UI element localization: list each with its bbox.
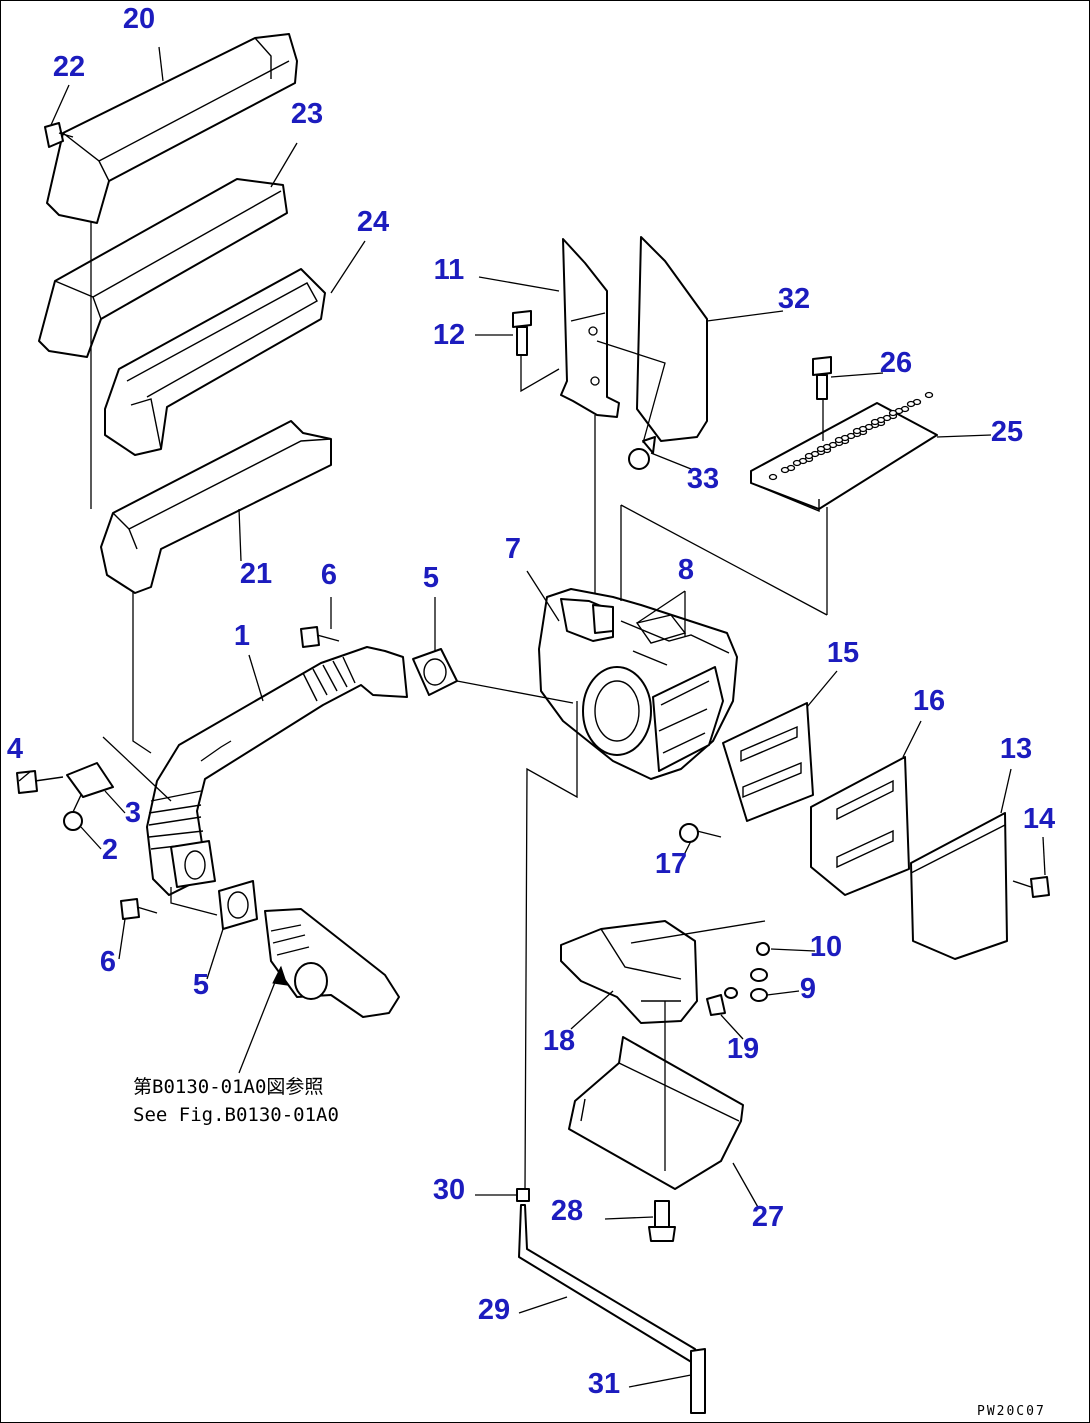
callout-c3: 3	[125, 797, 141, 829]
callout-c5a: 5	[423, 562, 439, 594]
part-3-bracket	[66, 762, 114, 798]
callout-c33: 33	[687, 463, 719, 495]
callout-c26: 26	[880, 347, 912, 379]
callout-c28: 28	[551, 1195, 583, 1227]
callout-c9: 9	[800, 973, 816, 1005]
callout-c14: 14	[1023, 803, 1055, 835]
part-6-bolt-upper	[300, 626, 340, 648]
perforation-hole	[816, 445, 826, 453]
part-24-duct	[104, 268, 326, 456]
callout-c8: 8	[678, 554, 694, 586]
part-22-bolt	[44, 122, 74, 148]
part-10-washer	[756, 942, 770, 956]
part-2-clamp	[63, 794, 83, 831]
callout-c7: 7	[505, 533, 521, 565]
perforation-hole	[888, 409, 898, 417]
perforation-hole	[792, 459, 802, 467]
part-12-bolt	[512, 310, 532, 356]
perforation-hole	[768, 473, 778, 481]
part-19-bolt	[706, 994, 726, 1016]
part-25-perforated-plate	[750, 391, 938, 513]
perforation-hole	[804, 452, 814, 460]
reference-note: 第B0130-01A0図参照 See Fig.B0130-01A0	[133, 1076, 339, 1126]
part-9-washers	[724, 968, 768, 1002]
perforation-hole	[780, 466, 790, 474]
part-18-bracket	[560, 920, 698, 1024]
part-6-bolt-lower	[120, 898, 158, 920]
callout-c32: 32	[778, 283, 810, 315]
callout-c22: 22	[53, 51, 85, 83]
perforation-hole	[852, 427, 862, 435]
part-11-exhaust-stack	[560, 238, 620, 418]
part-33-clamp	[628, 436, 656, 470]
part-32-shield	[636, 236, 708, 442]
assembly-lines	[18, 46, 1046, 1388]
part-26-bolt	[812, 356, 832, 400]
part-14-bolt	[1012, 876, 1050, 898]
callout-labels: 20 22 23 24 11 32 12 26 25 33 7 8 21 6 5 1 15 16 13 4 3 14 2 17…	[7, 3, 1055, 1400]
part-5-gasket-lower	[218, 880, 258, 930]
part-17-bolt	[679, 823, 722, 843]
part-1-exhaust-pipe	[146, 646, 408, 896]
callout-c1: 1	[234, 620, 250, 652]
callout-c18: 18	[543, 1025, 575, 1057]
part-21-duct	[100, 420, 332, 594]
callout-c5b: 5	[193, 969, 209, 1001]
callout-c6b: 6	[100, 946, 116, 978]
part-31-bolt	[690, 1348, 706, 1414]
callout-c4: 4	[7, 733, 23, 765]
callout-c19: 19	[727, 1033, 759, 1065]
callout-c17: 17	[655, 848, 687, 880]
callout-c6a: 6	[321, 559, 337, 591]
part-30-nut	[516, 1188, 530, 1202]
callout-c10: 10	[810, 931, 842, 963]
perforation-hole	[870, 418, 880, 426]
callout-c20: 20	[123, 3, 155, 35]
callout-c15: 15	[827, 637, 859, 669]
part-13-cover-plate	[910, 812, 1008, 960]
callout-c25: 25	[991, 416, 1023, 448]
callout-c12: 12	[433, 319, 465, 351]
callout-c27: 27	[752, 1201, 784, 1233]
perforation-hole	[834, 436, 844, 444]
perforation-hole	[924, 391, 934, 399]
reference-note-en: See Fig.B0130-01A0	[133, 1104, 339, 1126]
callout-c11: 11	[434, 254, 465, 286]
reference-note-jp: 第B0130-01A0図参照	[133, 1076, 323, 1098]
part-16-cover-plate	[810, 756, 910, 896]
drawing-code: PW20C07	[977, 1404, 1046, 1419]
part-23-cover	[38, 178, 288, 358]
reference-intake-pipe	[264, 908, 400, 1018]
callout-c31: 31	[588, 1368, 620, 1400]
callout-c21: 21	[240, 558, 272, 590]
part-20-top-cover	[46, 33, 298, 224]
callout-c24: 24	[357, 206, 389, 238]
callout-c29: 29	[478, 1294, 510, 1326]
callout-c16: 16	[913, 685, 945, 717]
part-27-tray	[568, 1036, 744, 1190]
part-4-bolt	[16, 770, 64, 794]
part-5-gasket-upper	[412, 648, 458, 696]
part-7-muffler	[538, 588, 738, 780]
callout-c13: 13	[1000, 733, 1032, 765]
perforation-hole	[906, 400, 916, 408]
callout-c30: 30	[433, 1174, 465, 1206]
part-28-bolt	[648, 1200, 676, 1242]
callout-c2: 2	[102, 834, 118, 866]
callout-c23: 23	[291, 98, 323, 130]
part-15-cover-plate	[722, 702, 814, 822]
